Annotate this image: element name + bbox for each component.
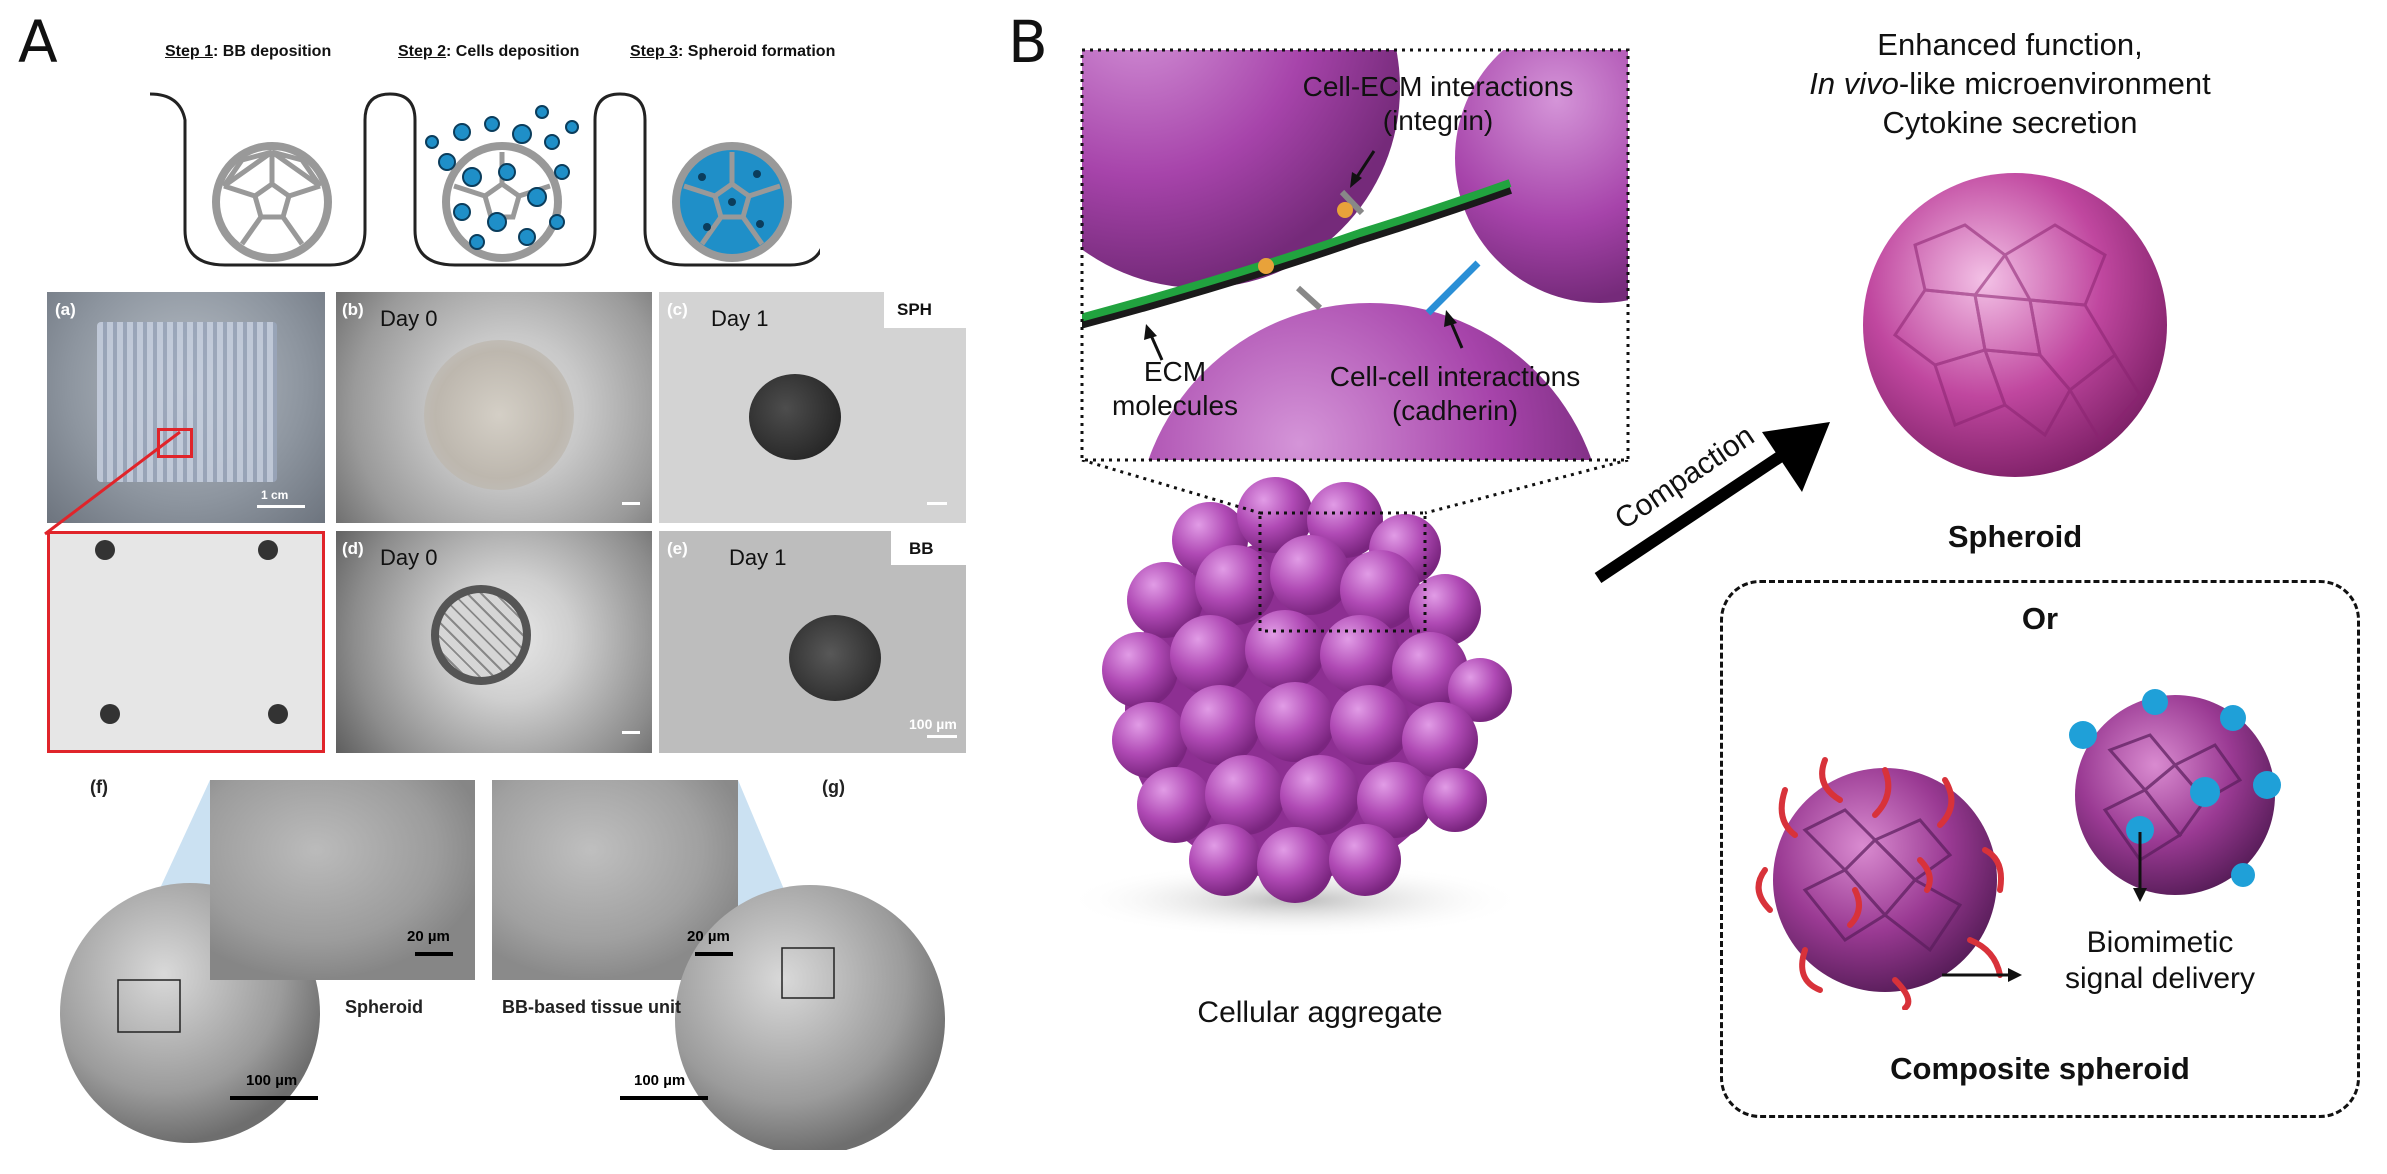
ecm-molecules-label: ECM molecules <box>1100 355 1250 422</box>
micrograph-d-tag: (d) <box>342 539 364 558</box>
sem-inset-scale-right: 20 µm <box>687 928 730 945</box>
aggregate-cells <box>1102 477 1512 903</box>
micrograph-c-badge: SPH <box>897 300 932 319</box>
sem-g-tag: (g) <box>822 777 845 797</box>
well-schematic <box>149 92 820 267</box>
zoom-dotted-connectors <box>1081 460 1629 515</box>
step-3-heading: Step 3: Spheroid formation <box>630 43 835 61</box>
micrograph-c-tag: (c) <box>667 300 688 319</box>
micrograph-c: (c) Day 1 SPH <box>659 292 966 523</box>
composite-options-box <box>1720 580 2360 1118</box>
step-2-heading: Step 2: Cells deposition <box>398 43 579 61</box>
micrograph-b-day: Day 0 <box>380 306 438 331</box>
cell-cell-label: Cell-cell interactions (cadherin) <box>1270 360 1640 427</box>
step-1-label: Step 1 <box>165 43 214 60</box>
bb-with-cells-icon <box>425 105 579 262</box>
composite-spheroid-label: Composite spheroid <box>1890 1051 2190 1086</box>
signal-arrow <box>1942 968 2022 982</box>
micrograph-e-badge: BB <box>909 539 934 558</box>
signal-line1: Biomimetic <box>2086 926 2234 959</box>
cellular-aggregate-illustration <box>1065 477 1525 938</box>
sem-whole-scale-right: 100 µm <box>634 1072 686 1089</box>
bb-scaffold-icon <box>212 142 332 262</box>
spheroid-formation-icon <box>672 142 792 262</box>
interaction-zoom-illustration <box>1080 48 1630 462</box>
spheroid-illustration <box>1863 173 2167 477</box>
sem-inset-scale-left: 20 µm <box>407 928 450 945</box>
micrograph-c-day: Day 1 <box>711 306 769 331</box>
micrograph-e-day: Day 1 <box>729 545 787 570</box>
cellular-aggregate-label: Cellular aggregate <box>1197 996 1443 1029</box>
function-line3: Cytokine secretion <box>1882 104 2138 140</box>
ecm-line1: ECM <box>1143 356 1207 387</box>
in-vivo-italic: In vivo <box>1809 65 1899 101</box>
cell-cell-line1: Cell-cell interactions <box>1329 361 1581 392</box>
panel-a-letter: A <box>18 8 58 76</box>
biomimetic-signal-label: Biomimetic signal delivery <box>2030 925 2290 997</box>
scale-bar <box>257 505 305 508</box>
cell-cell-line2: (cadherin) <box>1391 394 1519 426</box>
function-line2-rest: -like microenvironment <box>1898 65 2211 101</box>
micrograph-a-tag: (a) <box>55 300 76 319</box>
scale-bar <box>622 731 640 734</box>
signal-line2: signal delivery <box>2064 962 2256 995</box>
micrograph-b-tag: (b) <box>342 300 364 319</box>
sem-spheroid-label: Spheroid <box>345 997 424 1017</box>
step-2-text: : Cells deposition <box>446 43 580 60</box>
micrograph-a-scale: 1 cm <box>261 488 289 502</box>
step-3-text: : Spheroid formation <box>678 43 836 60</box>
sem-bb-unit-label: BB-based tissue unit <box>502 997 682 1017</box>
sem-whole-scale-left: 100 µm <box>246 1072 298 1089</box>
scale-bar <box>927 735 957 738</box>
micrograph-d-day: Day 0 <box>380 545 438 570</box>
bead-composite-illustration <box>2069 689 2281 895</box>
spheroid-label: Spheroid <box>1947 519 2083 554</box>
step-2-label: Step 2 <box>398 43 447 60</box>
micrograph-e-tag: (e) <box>667 539 688 558</box>
micrograph-b: (b) Day 0 <box>336 292 652 523</box>
or-label: Or <box>2021 601 2059 636</box>
micrograph-a-zoom <box>47 531 325 753</box>
micrograph-e-scale: 100 µm <box>909 716 957 732</box>
micrograph-d: (d) Day 0 <box>336 531 652 753</box>
cell-ecm-label: Cell-ECM interactions (integrin) <box>1248 70 1628 137</box>
enhanced-function-text: Enhanced function, In vivo-like microenv… <box>1770 26 2250 142</box>
panel-b-letter: B <box>1008 8 1048 76</box>
scale-bar <box>927 502 947 505</box>
function-line2: In vivo-like microenvironment <box>1770 65 2250 104</box>
cell-ecm-line1: Cell-ECM interactions <box>1302 71 1574 102</box>
zoom-connector <box>44 430 181 536</box>
sem-images <box>60 780 945 1150</box>
step-1-text: : BB deposition <box>213 43 332 60</box>
micrograph-e: (e) Day 1 BB 100 µm <box>659 531 966 753</box>
scale-bar <box>622 502 640 505</box>
compaction-arrow <box>1594 422 1830 583</box>
step-3-label: Step 3 <box>630 43 679 60</box>
function-line1: Enhanced function, <box>1877 27 2143 62</box>
ecm-line2: molecules <box>1111 389 1239 421</box>
fiber-composite-illustration <box>1755 757 2004 1010</box>
cell-ecm-line2: (integrin) <box>1382 104 1494 136</box>
sem-f-tag: (f) <box>90 777 108 797</box>
step-1-heading: Step 1: BB deposition <box>165 43 331 61</box>
bead-signal-arrow <box>2133 832 2147 902</box>
micrograph-a: (a) 1 cm <box>47 292 325 523</box>
